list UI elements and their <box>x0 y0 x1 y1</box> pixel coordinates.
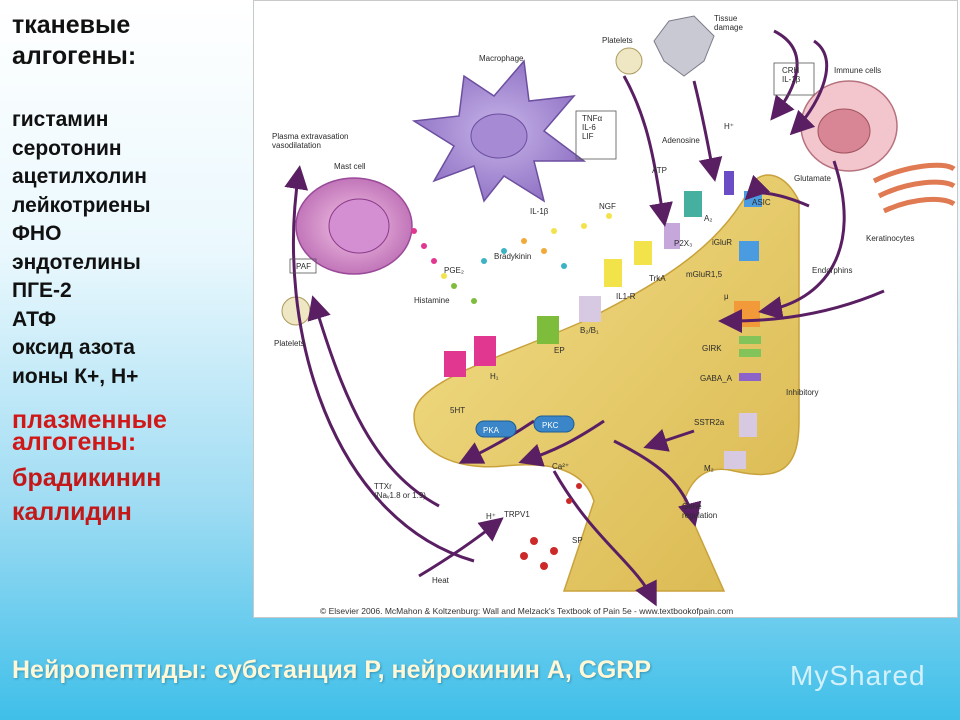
plasma-algogen-item: каллидин <box>12 498 132 526</box>
label-adenosine: Adenosine <box>662 136 700 145</box>
label-p2x3: P2X₃ <box>674 239 692 248</box>
tissue-algogen-item: лейкотриены <box>12 193 151 217</box>
label-h-bottom: H⁺ <box>486 512 496 521</box>
label-mglur: mGluR1,5 <box>686 270 723 279</box>
left-panel: тканевые алгогены: гистамин серотонин ацет… <box>12 10 252 529</box>
tissue-algogen-item: серотонин <box>12 136 122 160</box>
label-keratinocytes: Keratinocytes <box>866 234 914 243</box>
signal-arrows <box>284 29 885 607</box>
nociceptor-terminal <box>413 174 800 592</box>
plasma-algogen-item: брадикинин <box>12 464 162 492</box>
label-platelets-top: Platelets <box>602 36 633 45</box>
tissue-algogen-item: оксид азота <box>12 336 135 359</box>
label-trpv1: TRPV1 <box>504 510 530 519</box>
tissue-algogen-item: гистамин <box>12 108 109 131</box>
figure-copyright: © Elsevier 2006. McMahon & Koltzenburg: … <box>320 606 734 616</box>
pkc-pill <box>533 415 575 433</box>
label-pka: PKA <box>483 426 500 435</box>
label-ep: EP <box>554 346 565 355</box>
plasma-algogens-list: брадикинин каллидин <box>12 461 252 529</box>
label-mast-cell: Mast cell <box>334 162 366 171</box>
label-girk: GIRK <box>702 344 722 353</box>
mediator-dots <box>411 213 612 570</box>
label-sstr2a: SSTR2a <box>694 418 725 427</box>
tissue-algogen-item: АТФ <box>12 307 57 331</box>
tissue-algogen-item: эндотелины <box>12 250 141 274</box>
platelet-top <box>615 47 643 75</box>
tissue-algogen-item: ацетилхолин <box>12 165 147 188</box>
label-heat: Heat <box>432 576 450 585</box>
label-il1b: IL-1β <box>530 207 549 216</box>
label-asic: ASIC <box>752 198 771 207</box>
label-iglur: iGluR <box>712 238 732 247</box>
mast-cell <box>295 177 413 275</box>
label-b2b1: B₂/B₁ <box>580 326 599 335</box>
label-gabaa: GABA_A <box>700 374 733 383</box>
label-endorphins: Endorphins <box>812 266 852 275</box>
tissue-algogen-item: ионы К+, Н+ <box>12 364 139 388</box>
watermark-logo: MyShared <box>790 660 926 691</box>
label-platelets-left: Platelets <box>274 339 305 348</box>
label-h-top: H⁺ <box>724 122 734 131</box>
label-ca2: Ca²⁺ <box>552 462 569 471</box>
label-5ht: 5HT <box>450 406 465 415</box>
label-il1r: IL1-R <box>616 292 636 301</box>
label-sp: SP <box>572 536 583 545</box>
label-bradykinin: Bradykinin <box>494 252 531 261</box>
label-macrophage: Macrophage <box>479 54 524 63</box>
label-pge2: PGE₂ <box>444 266 464 275</box>
label-inhibitory: Inhibitory <box>786 388 818 397</box>
pka-pill <box>475 420 517 438</box>
tissue-algogens-heading: тканевые алгогены: <box>12 11 137 70</box>
label-histamine: Histamine <box>414 296 450 305</box>
label-a2: A₂ <box>704 214 712 223</box>
neuropeptides-line: Нейропептиды: субстанция Р, нейрокинин А… <box>12 656 652 684</box>
label-h1: H₁ <box>490 372 499 381</box>
label-m2: M₂ <box>704 464 714 473</box>
label-ttxr: TTXr(Naᵥ1.8 or 1.9) <box>374 482 426 500</box>
label-immune-cells: Immune cells <box>834 66 881 75</box>
label-ngf: NGF <box>599 202 616 211</box>
macrophage <box>411 59 587 203</box>
tissue-algogen-item: ПГЕ-2 <box>12 279 72 302</box>
label-mu: μ <box>724 292 729 301</box>
plasma-algogens-heading: плазменные алгогены: <box>12 406 167 456</box>
label-pkc: PKC <box>542 421 559 430</box>
keratinocytes <box>872 162 956 214</box>
tissue-algogen-item: ФНО <box>12 222 62 245</box>
label-paf: PAF <box>296 262 311 271</box>
immune-cell <box>800 80 898 172</box>
tissue-damage-shape <box>653 15 715 77</box>
label-trka: TrkA <box>649 274 666 283</box>
label-atp: ATP <box>652 166 667 175</box>
label-glutamate: Glutamate <box>794 174 831 183</box>
